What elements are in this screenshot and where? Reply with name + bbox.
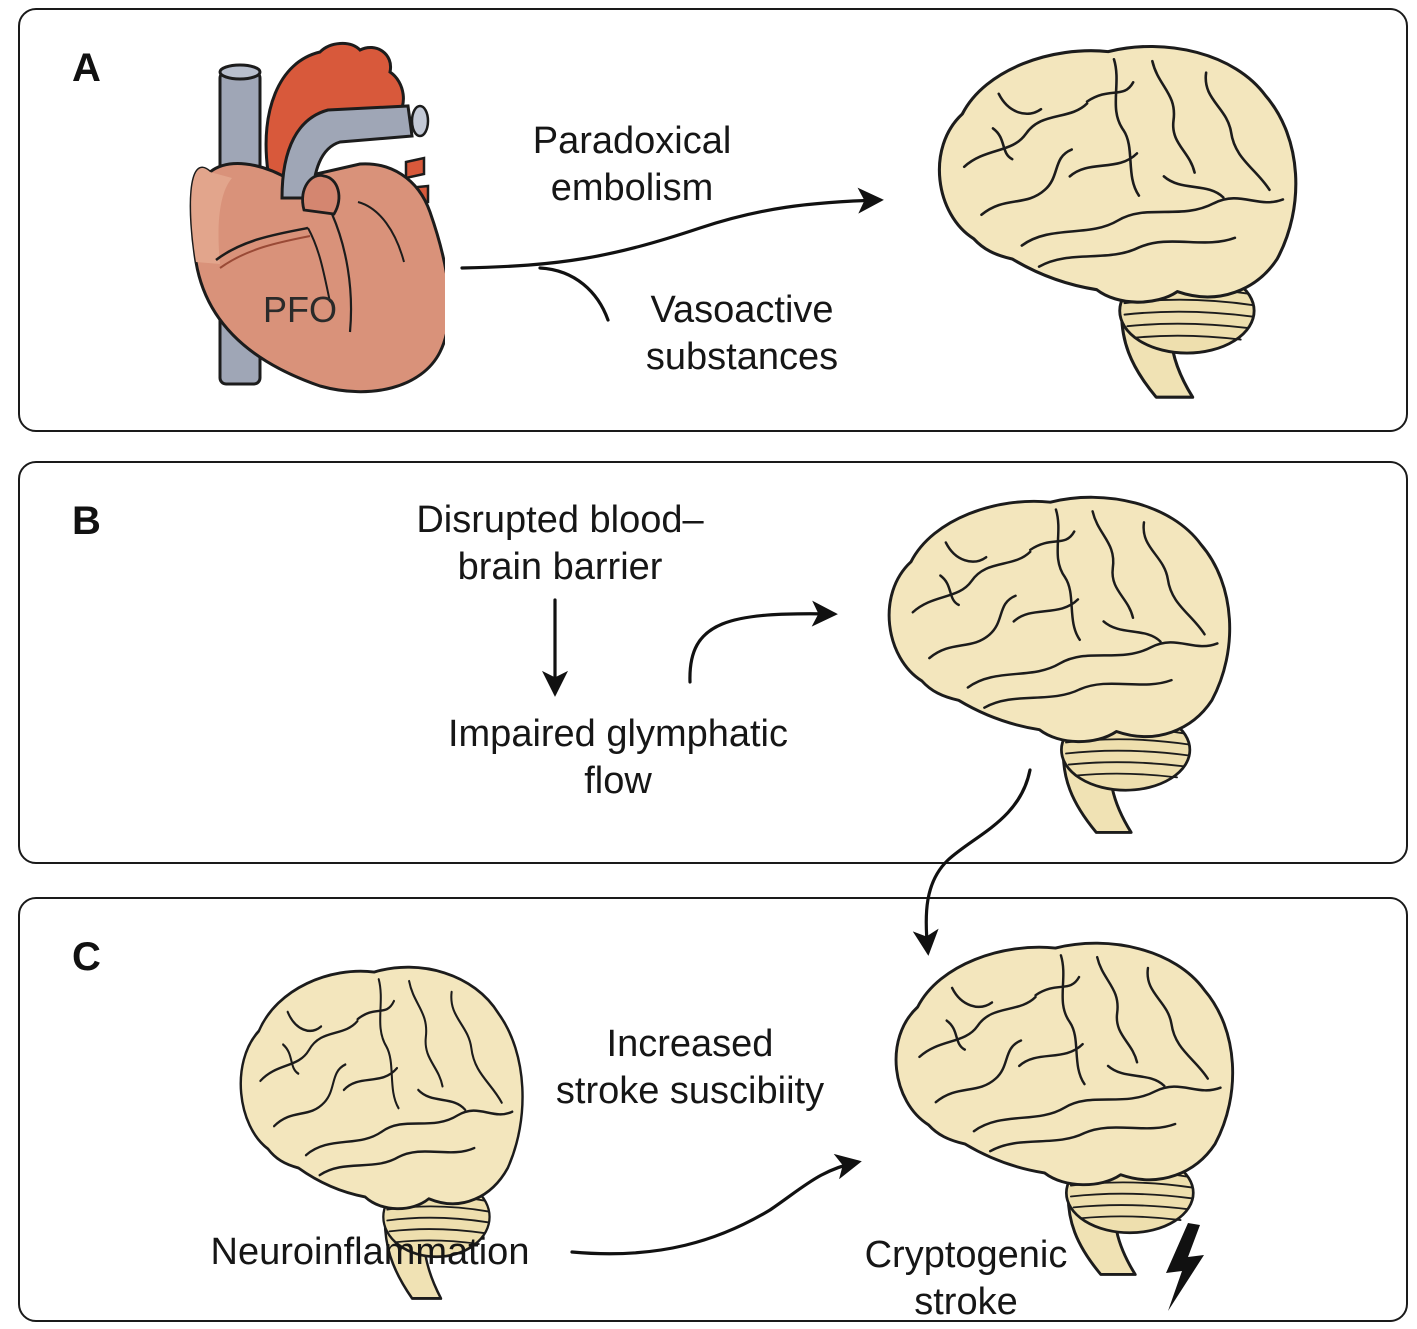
label-paradoxical: Paradoxical embolism [482, 118, 782, 212]
label-line: Cryptogenic [864, 1234, 1068, 1276]
label-line: Disrupted blood– [416, 499, 704, 541]
panel-a: A PFO Paradoxical embolism Vasoactive su… [18, 8, 1408, 432]
label-line: stroke [914, 1281, 1018, 1323]
label-line: Paradoxical [532, 120, 732, 162]
label-line: stroke suscibiity [555, 1070, 825, 1112]
label-line: embolism [550, 167, 714, 209]
label-neuroinflammation: Neuroinflammation [210, 1231, 530, 1273]
label-line: Increased [606, 1023, 774, 1065]
label-line: substances [645, 336, 839, 378]
label-cryptogenic: Cryptogenic stroke [816, 1232, 1116, 1326]
label-line: brain barrier [457, 546, 663, 588]
panel-b: B Disrupted blood– brain barrier Impaire… [18, 461, 1408, 864]
heart-illustration [189, 42, 445, 394]
label-line: Vasoactive [650, 289, 834, 331]
label-bbb: Disrupted blood– brain barrier [380, 497, 740, 591]
label-vasoactive: Vasoactive substances [602, 287, 882, 381]
panel-letter-a: A [72, 46, 101, 90]
label-line: flow [584, 760, 652, 802]
label-line: Impaired glymphatic [447, 713, 789, 755]
panel-c: C Increased stroke suscibiity Neuroinfla… [18, 897, 1408, 1323]
brain-illustration [937, 44, 1298, 399]
label-stroke-risk: Increased stroke suscibiity [520, 1021, 860, 1115]
panel-letter-c: C [72, 935, 101, 979]
lightning-bolt-icon [1166, 1223, 1204, 1311]
label-glymphatic: Impaired glymphatic flow [408, 711, 828, 805]
brain-illustration [887, 495, 1232, 834]
heart-label-pfo: PFO [262, 289, 337, 330]
panel-letter-b: B [72, 499, 101, 543]
